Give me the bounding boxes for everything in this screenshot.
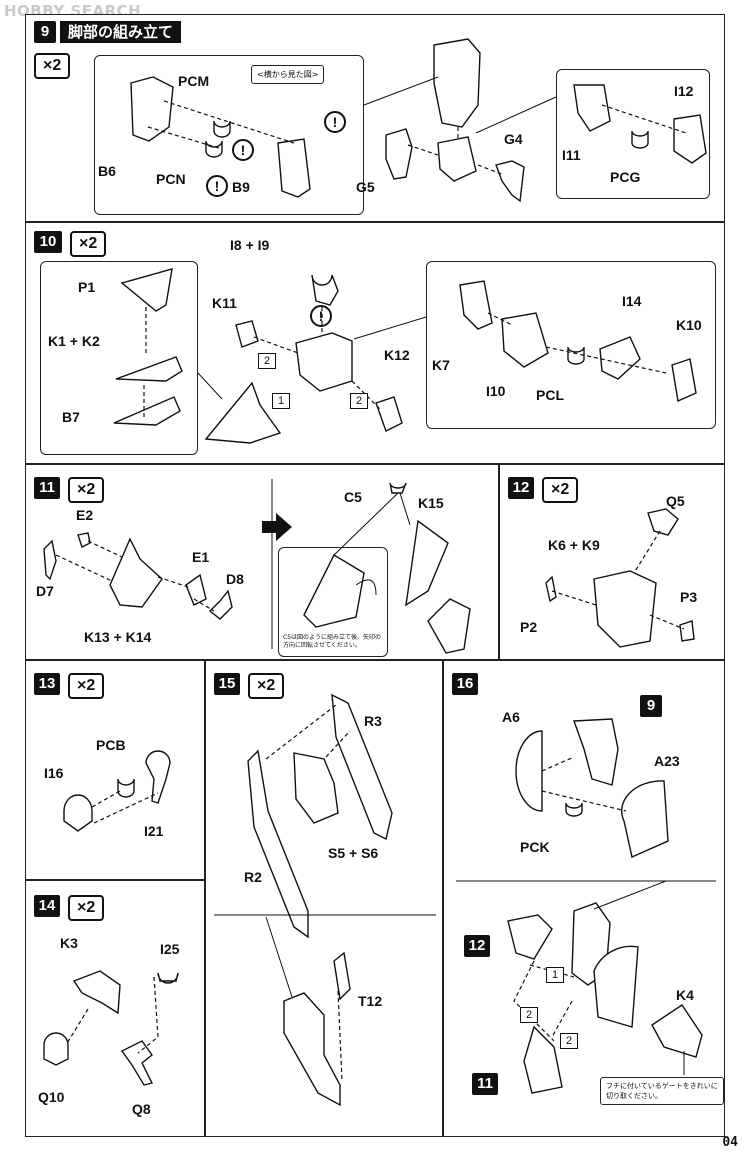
part-label: G4 bbox=[504, 131, 523, 147]
part-label: I12 bbox=[674, 83, 694, 99]
step-12-panel: 12 ×2 Q5 K6 + K9 P2 P3 bbox=[499, 464, 725, 660]
part-label: K12 bbox=[384, 347, 410, 363]
part-label: D7 bbox=[36, 583, 54, 599]
part-label: K4 bbox=[676, 987, 694, 1003]
part-label: G5 bbox=[356, 179, 375, 195]
rotation-note: C5は図のように組み立て後、矢印の方向に回転させてください。 bbox=[280, 633, 384, 651]
part-label: R2 bbox=[244, 869, 262, 885]
part-label: K10 bbox=[676, 317, 702, 333]
part-label: K1 + K2 bbox=[48, 333, 100, 349]
part-label: K6 + K9 bbox=[548, 537, 600, 553]
multiplier-badge: ×2 bbox=[68, 895, 105, 921]
order-mark: 2 bbox=[520, 1007, 538, 1023]
part-label: I21 bbox=[144, 823, 164, 839]
multiplier-badge: ×2 bbox=[68, 477, 105, 503]
step-number: 9 bbox=[34, 21, 56, 43]
part-label: B9 bbox=[232, 179, 250, 195]
step-11-parts-illustration bbox=[43, 479, 471, 654]
step-14-parts-illustration bbox=[43, 970, 179, 1086]
order-mark: 2 bbox=[560, 1033, 578, 1049]
part-label: T12 bbox=[358, 993, 383, 1009]
step-15-panel: 15 ×2 R3 S5 + S6 R2 T12 bbox=[205, 660, 443, 1137]
order-mark: 1 bbox=[272, 393, 290, 409]
multiplier-badge: ×2 bbox=[70, 231, 107, 257]
multiplier-badge: ×2 bbox=[34, 53, 71, 79]
part-label: I25 bbox=[160, 941, 180, 957]
part-label: I11 bbox=[562, 147, 581, 163]
step-16-panel: 16 9 12 11 フチに付いているゲートをきれいに切り取ください。 bbox=[443, 660, 725, 1137]
step-9-parts-illustration bbox=[130, 38, 707, 203]
step-10-parts-illustration bbox=[113, 268, 697, 444]
part-label: R3 bbox=[364, 713, 382, 729]
step-number: 10 bbox=[34, 231, 62, 253]
caution-icon: ! bbox=[324, 111, 346, 133]
reference-step-badge: 11 bbox=[472, 1073, 498, 1095]
part-label: P2 bbox=[520, 619, 538, 635]
part-label: B6 bbox=[98, 163, 116, 179]
step-14-panel: 14 ×2 K3 I25 Q10 Q8 bbox=[25, 880, 205, 1137]
part-label: K13 + K14 bbox=[84, 629, 152, 645]
reference-step-badge: 9 bbox=[640, 695, 662, 717]
part-label: B7 bbox=[62, 409, 80, 425]
step-title: 脚部の組み立て bbox=[60, 21, 182, 43]
part-label: Q8 bbox=[132, 1101, 151, 1117]
part-label: I14 bbox=[622, 293, 642, 309]
multiplier-badge: ×2 bbox=[248, 673, 285, 699]
part-label: K3 bbox=[60, 935, 78, 951]
part-label: A23 bbox=[654, 753, 680, 769]
step-9-panel: 9 脚部の組み立て ×2 <横から見た図> ! ! ! bbox=[25, 14, 725, 222]
step-11-panel: 11 ×2 C5は図のように組み立て後、矢印の方向に回転させてください。 bbox=[25, 464, 499, 660]
caution-icon: ! bbox=[310, 305, 332, 327]
step-number: 12 bbox=[508, 477, 534, 499]
step-12-parts-illustration bbox=[545, 508, 695, 648]
side-view-note: <横から見た図> bbox=[251, 65, 325, 84]
part-label: K15 bbox=[418, 495, 444, 511]
step-number: 11 bbox=[34, 477, 60, 499]
part-label: PCL bbox=[536, 387, 564, 403]
part-label: K11 bbox=[212, 295, 237, 311]
order-mark: 2 bbox=[350, 393, 368, 409]
part-label: Q5 bbox=[666, 493, 685, 509]
reference-step-badge: 12 bbox=[464, 935, 490, 957]
part-label: I8 + I9 bbox=[230, 237, 270, 253]
part-label: PCM bbox=[178, 73, 210, 89]
part-label: I16 bbox=[44, 765, 64, 781]
part-label: PCK bbox=[520, 839, 550, 855]
part-label: S5 + S6 bbox=[328, 845, 379, 861]
step-13-panel: 13 ×2 PCB I16 I21 bbox=[25, 660, 205, 880]
caution-icon: ! bbox=[232, 139, 254, 161]
part-label: P1 bbox=[78, 279, 96, 295]
order-mark: 2 bbox=[258, 353, 276, 369]
caution-icon: ! bbox=[206, 175, 228, 197]
step-number: 13 bbox=[34, 673, 60, 695]
gate-trim-note: フチに付いているゲートをきれいに切り取ください。 bbox=[600, 1077, 724, 1105]
part-label: PCG bbox=[610, 169, 641, 185]
part-label: A6 bbox=[502, 709, 520, 725]
step-number: 15 bbox=[214, 673, 240, 695]
step-16-parts-illustration bbox=[456, 718, 716, 1094]
part-label: C5 bbox=[344, 489, 362, 505]
multiplier-badge: ×2 bbox=[542, 477, 579, 503]
part-label: PCB bbox=[96, 737, 126, 753]
multiplier-badge: ×2 bbox=[68, 673, 105, 699]
part-label: K7 bbox=[432, 357, 450, 373]
step-number: 14 bbox=[34, 895, 60, 917]
part-label: I10 bbox=[486, 383, 506, 399]
page-number: 04 bbox=[722, 1135, 738, 1150]
part-label: E1 bbox=[192, 549, 210, 565]
part-label: PCN bbox=[156, 171, 186, 187]
part-label: P3 bbox=[680, 589, 698, 605]
part-label: Q10 bbox=[38, 1089, 65, 1105]
part-label: D8 bbox=[226, 571, 244, 587]
order-mark: 1 bbox=[546, 967, 564, 983]
step-10-panel: 10 ×2 ! bbox=[25, 222, 725, 464]
step-number: 16 bbox=[452, 673, 478, 695]
step-13-parts-illustration bbox=[63, 750, 171, 832]
part-label: E2 bbox=[76, 507, 94, 523]
step-15-parts-illustration bbox=[214, 693, 436, 1107]
